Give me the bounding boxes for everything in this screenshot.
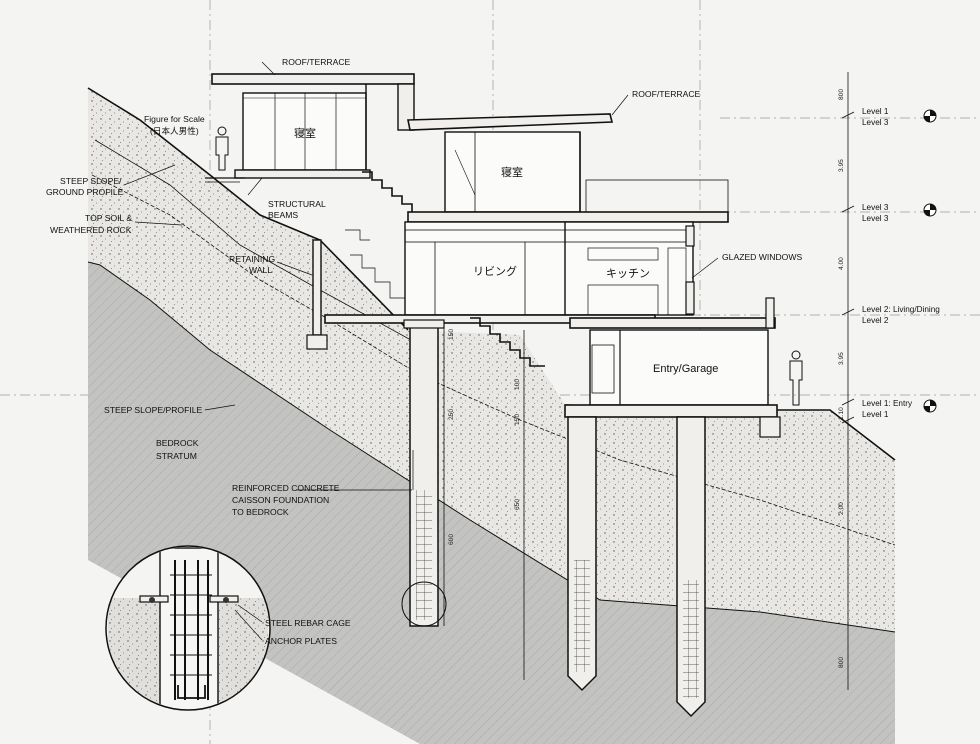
annotations: ROOF/TERRACE ROOF/TERRACE Figure for Sca…: [46, 57, 802, 646]
level-label: Level 3: [862, 118, 889, 127]
label-structural-beams-2: BEAMS: [268, 210, 298, 220]
label-steep-slope-ground-2: GROUND PROFILE: [46, 187, 124, 197]
level-label: Level 1: Entry: [862, 399, 913, 408]
level-label: Level 3: [862, 214, 889, 223]
level-label: Level 1: [862, 410, 889, 419]
level-markers: [923, 109, 937, 413]
label-steep-slope-profile: STEEP SLOPE/PROFILE: [104, 405, 202, 415]
roof-slab-upper: [211, 73, 415, 85]
retaining-wall: [312, 239, 322, 336]
building-section: [205, 73, 803, 438]
room-bedroom-upper: 寝室: [294, 126, 316, 140]
label-caisson-2: CAISSON FOUNDATION: [232, 495, 329, 505]
label-roof-terrace-2: ROOF/TERRACE: [632, 89, 701, 99]
label-retaining-wall-2: WALL: [249, 265, 272, 275]
caisson-foundations: [401, 319, 706, 718]
room-labels: 寝室 寝室 リビング キッチン Entry/Garage: [294, 126, 718, 375]
level-label: Level 3: [862, 203, 889, 212]
label-topsoil-1: TOP SOIL &: [85, 213, 132, 223]
scale-figure-entry: [789, 350, 803, 406]
dim-caisson: 250: [448, 409, 455, 420]
dim-right: 2.00: [838, 502, 845, 515]
dimension-lines: [443, 72, 855, 690]
label-steep-slope-ground-1: STEEP SLOPE/: [60, 176, 122, 186]
room-bedroom-mid: 寝室: [501, 165, 523, 179]
room-kitchen: キッチン: [606, 267, 650, 280]
dim-mid: 650: [514, 499, 521, 510]
dim-right: 800: [838, 89, 845, 100]
dim-mid: 100: [514, 379, 521, 390]
dim-caisson: 600: [448, 534, 455, 545]
dim-right: 3.95: [838, 159, 845, 172]
label-retaining-wall-1: RETAINING: [229, 254, 275, 264]
leader-lines: [123, 61, 719, 641]
label-anchor-plates: ANCHOR PLATES: [265, 636, 337, 646]
rebar-detail: [105, 545, 271, 711]
label-rebar-cage: STEEL REBAR CAGE: [265, 618, 351, 628]
level-label: Level 1: [862, 107, 889, 116]
label-figure-scale-1: Figure for Scale: [144, 114, 205, 124]
dim-right: 3.95: [838, 352, 845, 365]
level-label: Level 2: Living/Dining: [862, 305, 940, 314]
dim-mid: 150: [514, 414, 521, 425]
slab-level-1: [564, 404, 778, 418]
label-roof-terrace-1: ROOF/TERRACE: [282, 57, 351, 67]
level-labels: Level 1 Level 3 Level 3 Level 3 Level 2:…: [862, 107, 940, 419]
label-caisson-3: TO BEDROCK: [232, 507, 289, 517]
dim-right: 1.10: [838, 407, 845, 420]
label-topsoil-2: WEATHERED ROCK: [50, 225, 132, 235]
label-structural-beams-1: STRUCTURAL: [268, 199, 326, 209]
label-bedrock-2: STRATUM: [156, 451, 197, 461]
label-bedrock-1: BEDROCK: [156, 438, 199, 448]
dim-right: 4.00: [838, 257, 845, 270]
label-figure-scale-2: (日本人男性): [150, 125, 199, 136]
dim-caisson: 150: [448, 329, 455, 340]
room-entry-garage: Entry/Garage: [653, 363, 718, 375]
slab-level-3: [407, 211, 729, 223]
level-label: Level 2: [862, 316, 889, 325]
room-living: リビング: [473, 264, 517, 278]
label-glazed-windows: GLAZED WINDOWS: [722, 252, 802, 262]
dim-right: 800: [838, 657, 845, 668]
label-caisson-1: REINFORCED CONCRETE: [232, 483, 340, 493]
scale-figure-upper: [215, 126, 229, 171]
dimension-text: 800 3.95 4.00 3.95 1.10 2.00 800 150 250…: [448, 89, 845, 668]
